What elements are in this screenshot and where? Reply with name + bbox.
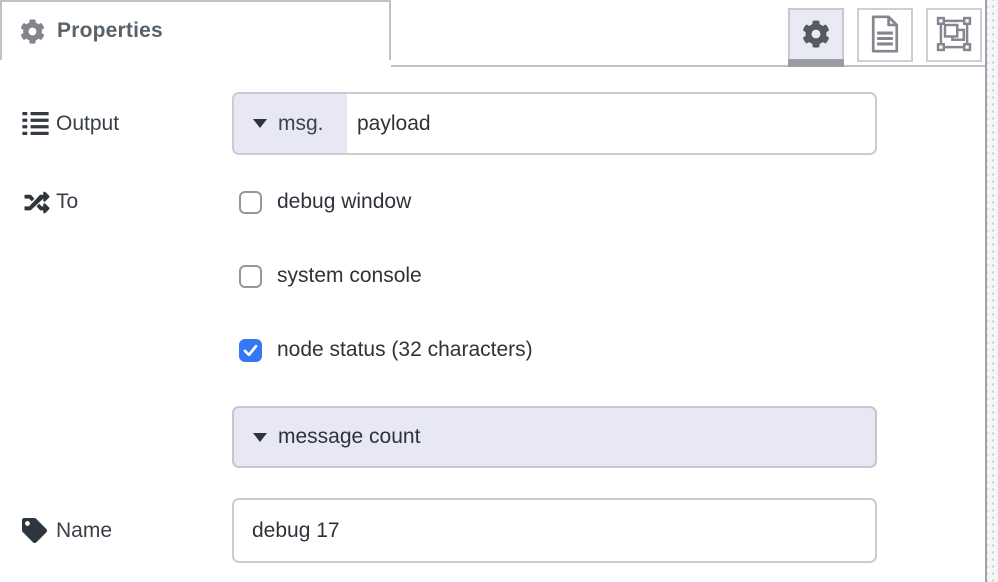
document-icon [869,14,901,56]
gear-icon [802,19,830,51]
to-label-text: To [56,190,79,213]
tray-resize-handle[interactable] [987,0,998,582]
list-icon [22,112,56,135]
tab-properties-label: Properties [57,19,163,42]
output-property-type-button[interactable]: msg. [234,94,347,153]
status-format-value: message count [278,425,421,448]
system-console-checkbox[interactable] [239,264,262,288]
tabbar-divider [391,65,985,67]
system-console-label: system console [277,264,422,287]
output-field-label: Output [22,92,119,155]
tab-button-appearance[interactable] [926,8,982,62]
node-status-checkbox[interactable] [239,338,262,362]
system-console-option: system console [239,264,422,288]
tag-icon [22,518,56,543]
output-label-text: Output [56,111,120,135]
gear-icon [20,18,50,44]
appearance-icon [936,16,972,55]
tab-properties[interactable]: Properties [0,0,391,60]
chevron-down-icon [253,119,267,128]
tab-button-properties[interactable] [788,8,844,67]
debug-window-option: debug window [239,190,411,214]
name-field-label: Name [22,498,112,563]
output-typed-input: msg. [232,92,877,155]
editor-tab-buttons [788,8,995,67]
shuffle-icon [22,190,56,215]
check-icon [243,344,258,356]
node-status-label: node status (32 characters) [277,338,533,361]
debug-window-label: debug window [277,190,412,213]
debug-window-checkbox[interactable] [239,190,262,214]
name-label-text: Name [56,518,113,542]
chevron-down-icon [253,432,267,442]
output-property-type: msg. [278,111,324,135]
tab-button-description[interactable] [857,8,913,62]
status-format-select[interactable]: message count [232,406,877,468]
tray-edge-divider [985,0,987,582]
name-input[interactable] [232,498,877,563]
output-property-input[interactable] [347,94,875,153]
to-field-label: To [22,190,78,214]
node-status-option: node status (32 characters) [239,338,533,362]
